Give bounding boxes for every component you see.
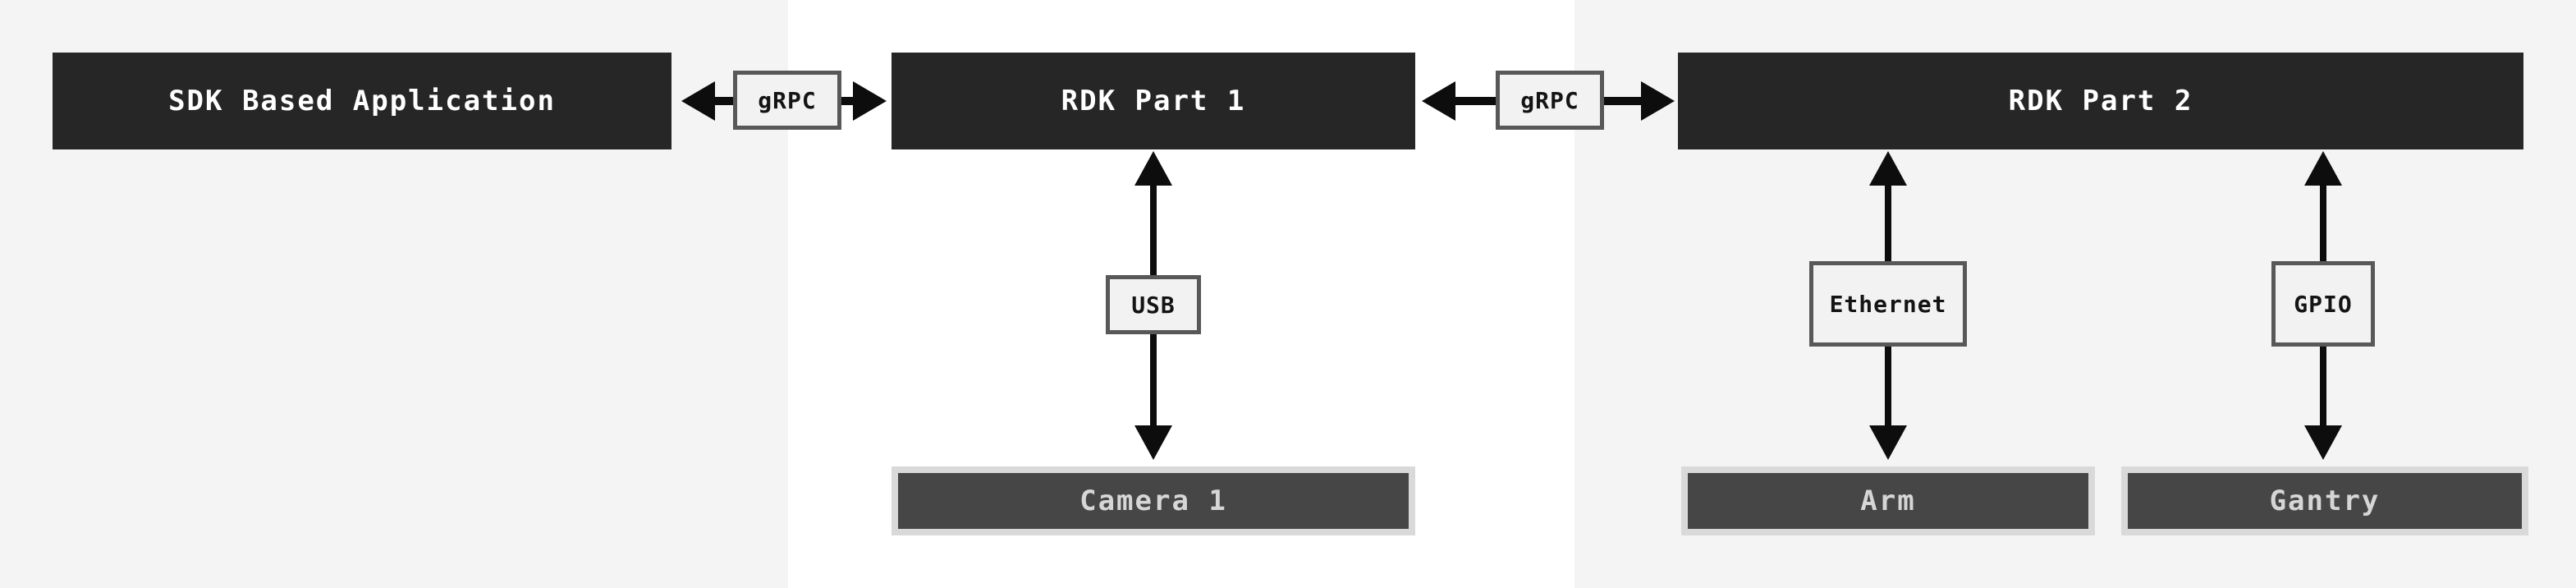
connector-label-grpc-1: gRPC: [733, 71, 841, 130]
connector-label-grpc-2: gRPC: [1496, 71, 1604, 130]
arrowhead-up-icon: [1869, 151, 1907, 186]
connector-label-usb: USB: [1106, 275, 1201, 334]
arrowhead-right-icon: [853, 81, 887, 121]
node-rdk-part-2: RDK Part 2: [1678, 53, 2523, 149]
node-gantry: Gantry: [2121, 466, 2528, 535]
connector-label-ethernet: Ethernet: [1809, 261, 1967, 347]
node-camera-1: Camera 1: [892, 466, 1415, 535]
arrowhead-down-icon: [1869, 425, 1907, 460]
node-rdk-part-1: RDK Part 1: [892, 53, 1415, 149]
arrowhead-down-icon: [2304, 425, 2342, 460]
connector-label-gpio: GPIO: [2271, 261, 2375, 347]
arrowhead-left-icon: [1422, 81, 1455, 121]
node-sdk-based-application: SDK Based Application: [53, 53, 672, 149]
arrowhead-down-icon: [1134, 425, 1172, 460]
arrowhead-left-icon: [681, 81, 715, 121]
arrowhead-right-icon: [1641, 81, 1675, 121]
arrowhead-up-icon: [1134, 151, 1172, 186]
arrowhead-up-icon: [2304, 151, 2342, 186]
node-arm: Arm: [1681, 466, 2095, 535]
